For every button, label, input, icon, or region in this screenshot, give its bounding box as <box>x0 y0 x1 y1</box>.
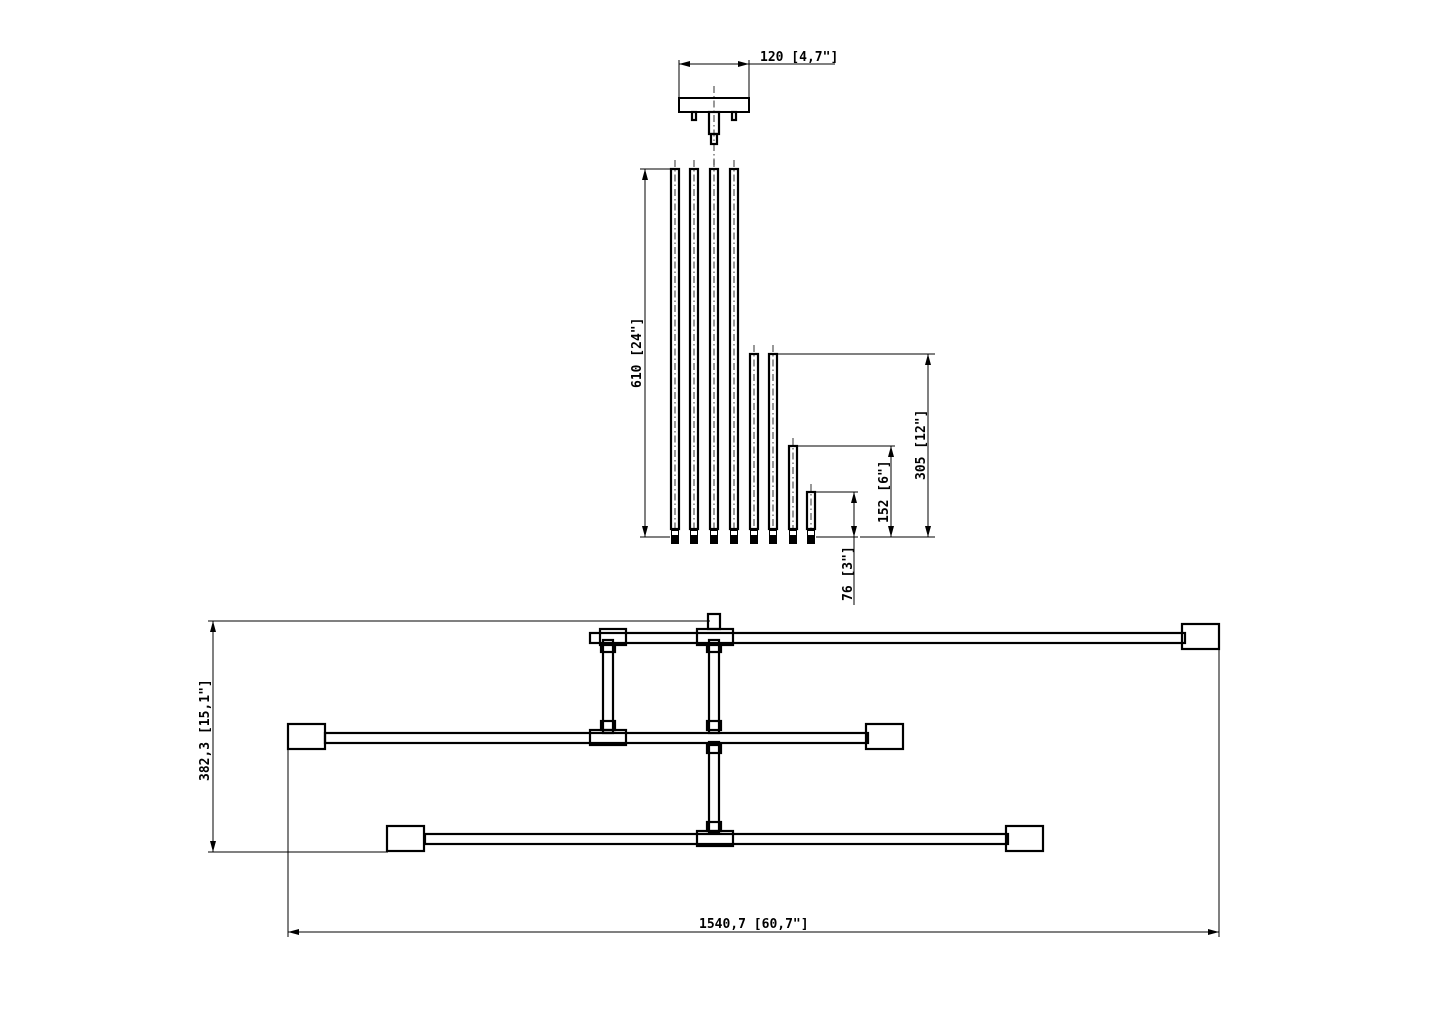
canopy-width-label: 120 [4,7"] <box>760 50 838 65</box>
rod-152-label: 152 [6"] <box>877 460 892 523</box>
overall-depth-label: 382,3 [15,1"] <box>198 679 213 781</box>
rods: 610 [24"] 305 [12"] 152 [6"] 76 [3"] <box>630 160 935 605</box>
rod-long <box>669 160 740 540</box>
canopy: 120 [4,7"] <box>678 50 838 165</box>
rod-short <box>787 438 799 540</box>
fixture-plan: 382,3 [15,1"] 1540,7 [60,7"] <box>198 612 1221 937</box>
rod-610-label: 610 [24"] <box>630 318 645 388</box>
rod-76-label: 76 [3"] <box>841 546 856 601</box>
rod-305-label: 305 [12"] <box>914 410 929 480</box>
overall-length-label: 1540,7 [60,7"] <box>699 917 809 932</box>
rod-medium <box>748 345 779 540</box>
